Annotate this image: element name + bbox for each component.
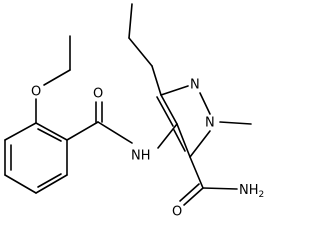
bond [189, 130, 211, 158]
molecule-diagram: O O NH N N O NH2 [4, 3, 264, 220]
bond [183, 187, 204, 206]
nh2-subscript: 2 [259, 190, 265, 200]
bond [160, 94, 178, 125]
atom-label-n-methyl: N [205, 116, 215, 131]
nh2-main: NH [239, 183, 259, 198]
atom-label-nh: NH [131, 149, 151, 164]
bond [128, 3, 133, 39]
atom-label-o-amide: O [93, 87, 103, 102]
aromatic-inner-bond [37, 128, 62, 142]
bond [176, 123, 191, 158]
bond [43, 69, 71, 86]
bond [156, 96, 174, 127]
bond [35, 122, 68, 141]
pyrazole-ring [156, 85, 211, 158]
aromatic-inner-bond [37, 173, 62, 188]
bond [157, 123, 178, 149]
bond [97, 121, 133, 144]
bond [160, 85, 189, 96]
propyl-chain [128, 3, 162, 96]
bond [4, 174, 37, 194]
n-methyl-bond [219, 121, 252, 125]
bond [151, 65, 162, 96]
bond [179, 183, 200, 202]
bond [35, 174, 68, 194]
bond [66, 121, 99, 141]
bond [4, 122, 37, 141]
ethoxy-group [35, 35, 71, 124]
atom-label-o-ether: O [31, 85, 41, 100]
atom-label-n-ring: N [190, 78, 200, 93]
bond [128, 37, 153, 67]
atom-label-o-carboxamide: O [172, 205, 182, 220]
structure-canvas: O O NH N N O NH2 [4, 3, 265, 220]
bond [199, 92, 211, 115]
bond [173, 129, 186, 152]
bond [202, 187, 238, 190]
carboxamide-group [179, 156, 238, 206]
benzene-ring [4, 122, 68, 194]
atom-label-nh2: NH2 [239, 183, 264, 200]
bond [189, 156, 204, 189]
benzamide-carbonyl [66, 101, 133, 144]
